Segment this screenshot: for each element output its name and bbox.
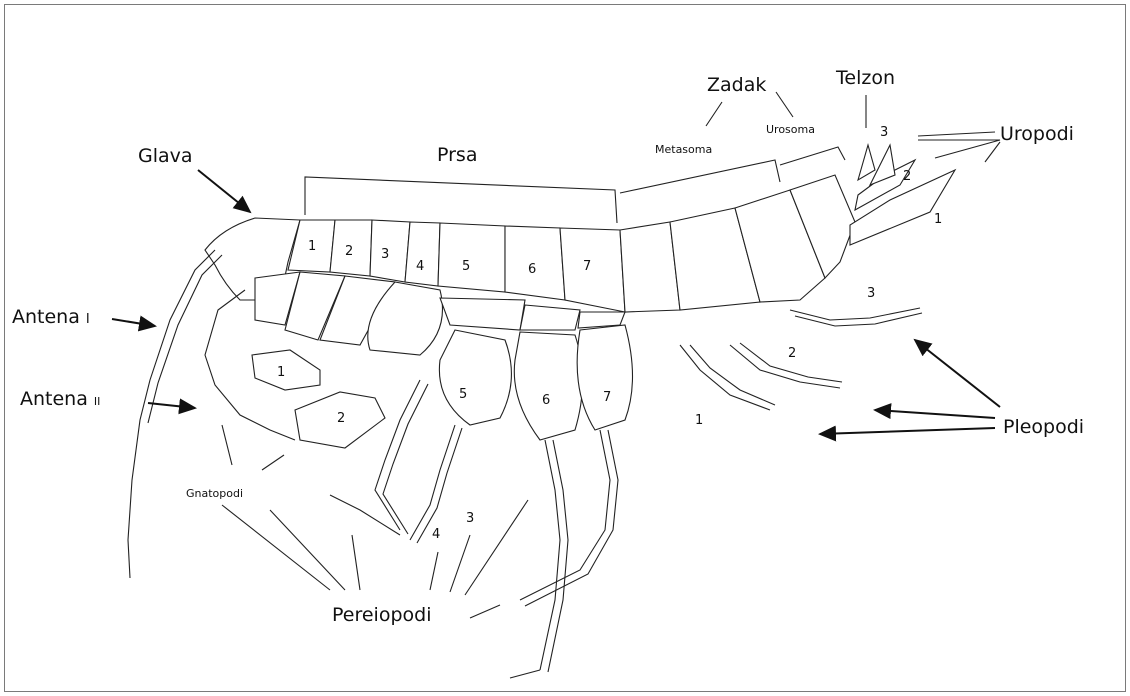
label-prsa: Prsa: [437, 144, 477, 166]
num-coxa5: 5: [459, 387, 467, 402]
num-gnath2: 2: [337, 411, 345, 426]
num-coxa6: 6: [542, 393, 550, 408]
pleopodi-arrow-middle: [875, 410, 995, 418]
num-coxa7: 7: [603, 390, 611, 405]
uropods-drawing: [850, 145, 955, 245]
label-urosoma: Urosoma: [766, 123, 815, 136]
num-pleo3: 3: [867, 286, 875, 301]
label-zadak: Zadak: [707, 74, 766, 96]
body-drawing: [205, 175, 855, 440]
antena2-arrow: [148, 403, 195, 408]
glava-arrow: [198, 170, 250, 212]
gnathopods-drawing: [252, 350, 385, 448]
pleopods-drawing: [680, 308, 922, 410]
pleopodi-arrow-upper: [915, 340, 1000, 407]
num-seg6: 6: [528, 262, 536, 277]
num-seg1: 1: [308, 239, 316, 254]
num-gnath1: 1: [277, 365, 285, 380]
num-seg4: 4: [416, 259, 424, 274]
pleopodi-arrow-lower: [820, 428, 995, 434]
label-uropodi: Uropodi: [1000, 123, 1074, 145]
label-antena-2: Antena II: [20, 388, 100, 410]
num-seg7: 7: [583, 259, 591, 274]
num-uro1: 1: [934, 212, 942, 227]
num-pleo2: 2: [788, 346, 796, 361]
label-antena-1: Antena I: [12, 306, 90, 328]
num-pereio3: 3: [466, 511, 474, 526]
num-seg5: 5: [462, 259, 470, 274]
num-pereio4: 4: [432, 527, 440, 542]
label-metasoma: Metasoma: [655, 143, 712, 156]
num-uro3: 3: [880, 125, 888, 140]
antena1-arrow: [112, 319, 155, 326]
num-seg2: 2: [345, 244, 353, 259]
label-pereiopodi: Pereiopodi: [332, 604, 431, 626]
label-glava: Glava: [138, 145, 193, 167]
label-telzon: Telzon: [835, 67, 895, 89]
label-gnatopodi: Gnatopodi: [186, 487, 243, 500]
label-pleopodi: Pleopodi: [1003, 416, 1084, 438]
num-pleo1: 1: [695, 413, 703, 428]
num-seg3: 3: [381, 247, 389, 262]
num-uro2: 2: [903, 169, 911, 184]
